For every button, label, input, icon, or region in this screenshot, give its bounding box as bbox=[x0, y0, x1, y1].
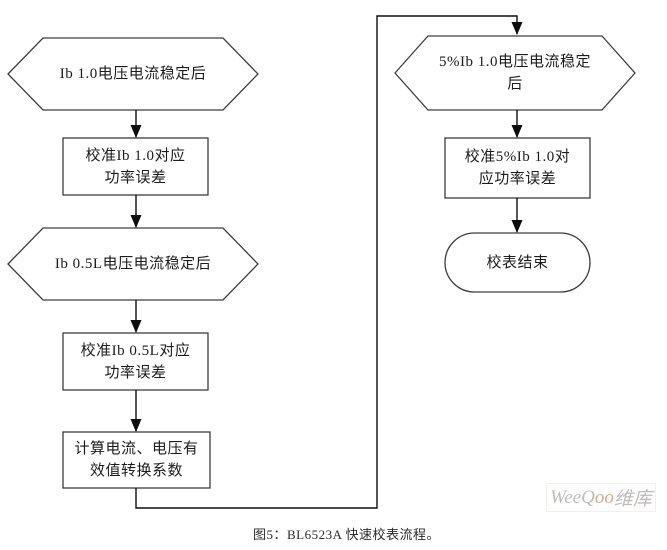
process-cal-5pct-ib10 bbox=[444, 137, 591, 199]
watermark-suffix-text: 维库 bbox=[613, 489, 652, 510]
process-calc-rms-coeff bbox=[62, 431, 211, 489]
stadium-end-terminal bbox=[444, 232, 591, 293]
figure-caption: 图5：BL6523A 快速校表流程。 bbox=[252, 527, 441, 542]
hexagon-ib05l-stable bbox=[7, 227, 259, 301]
process-cal-ib10 bbox=[62, 137, 209, 196]
hexagon-5pct-ib10-stable bbox=[394, 35, 636, 111]
connector-rect3-to-hex3 bbox=[135, 15, 523, 509]
process-cal-ib05l bbox=[62, 332, 209, 391]
watermark-text: WeeQ bbox=[550, 486, 595, 508]
watermark-accent-text: oo bbox=[594, 486, 614, 508]
hexagon-ib10-stable bbox=[7, 37, 259, 111]
